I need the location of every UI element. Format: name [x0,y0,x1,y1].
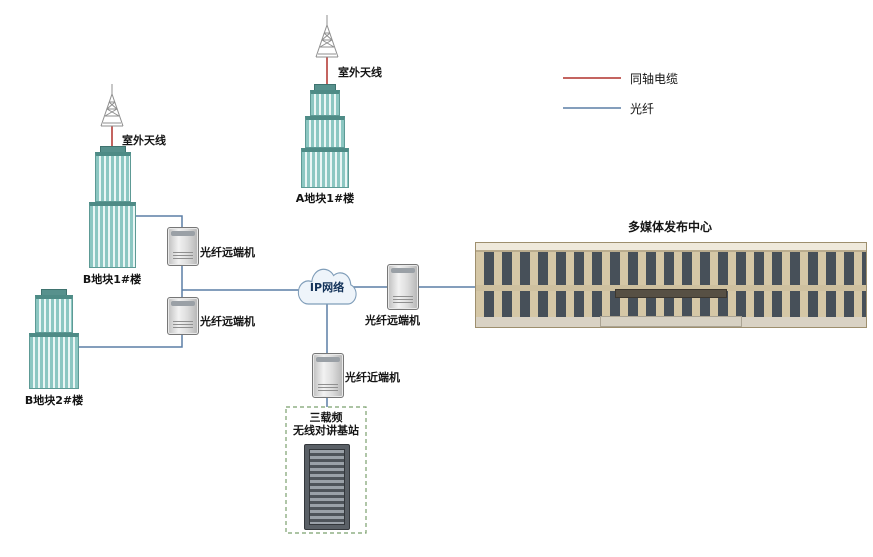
media-center-building [475,242,867,328]
tower-tier [29,333,79,389]
tower-roof [99,146,126,152]
remote3-label: 光纤远端机 [365,314,420,327]
tower-tier [94,152,131,202]
building-b2 [29,289,79,389]
fiber-line-b1-remote1 [136,215,183,228]
fiber-line-swatch [563,107,621,109]
tower-tier [305,116,345,148]
tower-tier [35,295,73,333]
media-center-label: 多媒体发布中心 [627,220,712,234]
legend-label-coax: 同轴电缆 [630,71,679,86]
tower-tier [310,90,340,116]
building-a [301,84,349,188]
coax-line-swatch [563,77,621,79]
cloud-label: IP网络 [309,281,345,294]
tower-roof [41,289,67,295]
base-station-rack [304,444,350,530]
base-station-label-line2: 无线对讲基站 [293,424,359,437]
nearend-label: 光纤近端机 [345,371,400,384]
base-station-group-box [285,406,367,534]
ip-network-cloud: IP网络 [294,264,360,314]
entrance-canopy-icon [615,289,727,298]
fiber-remote-unit-1 [167,227,199,266]
fiber-remote-unit-3 [387,264,419,310]
entrance-steps-icon [600,316,742,327]
building-b2-label: B地块2#楼 [24,394,84,407]
antenna-a-label: 室外天线 [338,66,382,79]
tower-roof [314,84,336,90]
legend-label-fiber: 光纤 [630,101,655,116]
cloud-icon [297,268,357,305]
antenna-mast-b1-icon [100,84,124,127]
fiber-nearend-unit [312,353,344,398]
legend-item-coax: 同轴电缆 [563,70,678,86]
building-a-label: A地块1#楼 [295,192,355,205]
antenna-mast-a-icon [315,15,339,58]
fiber-line-b2-remote2 [79,333,183,348]
remote2-label: 光纤远端机 [200,315,255,328]
legend-item-fiber: 光纤 [563,100,654,116]
building-b1 [89,146,136,268]
rack-slots [309,449,345,525]
tower-tier [301,148,349,188]
tower-tier [89,202,136,268]
base-station-label-line1: 三载频 [309,411,343,424]
building-b1-label: B地块1#楼 [82,273,142,286]
remote1-label: 光纤远端机 [200,246,255,259]
fiber-remote-unit-2 [167,297,199,335]
antenna-b1-label: 室外天线 [122,134,166,147]
